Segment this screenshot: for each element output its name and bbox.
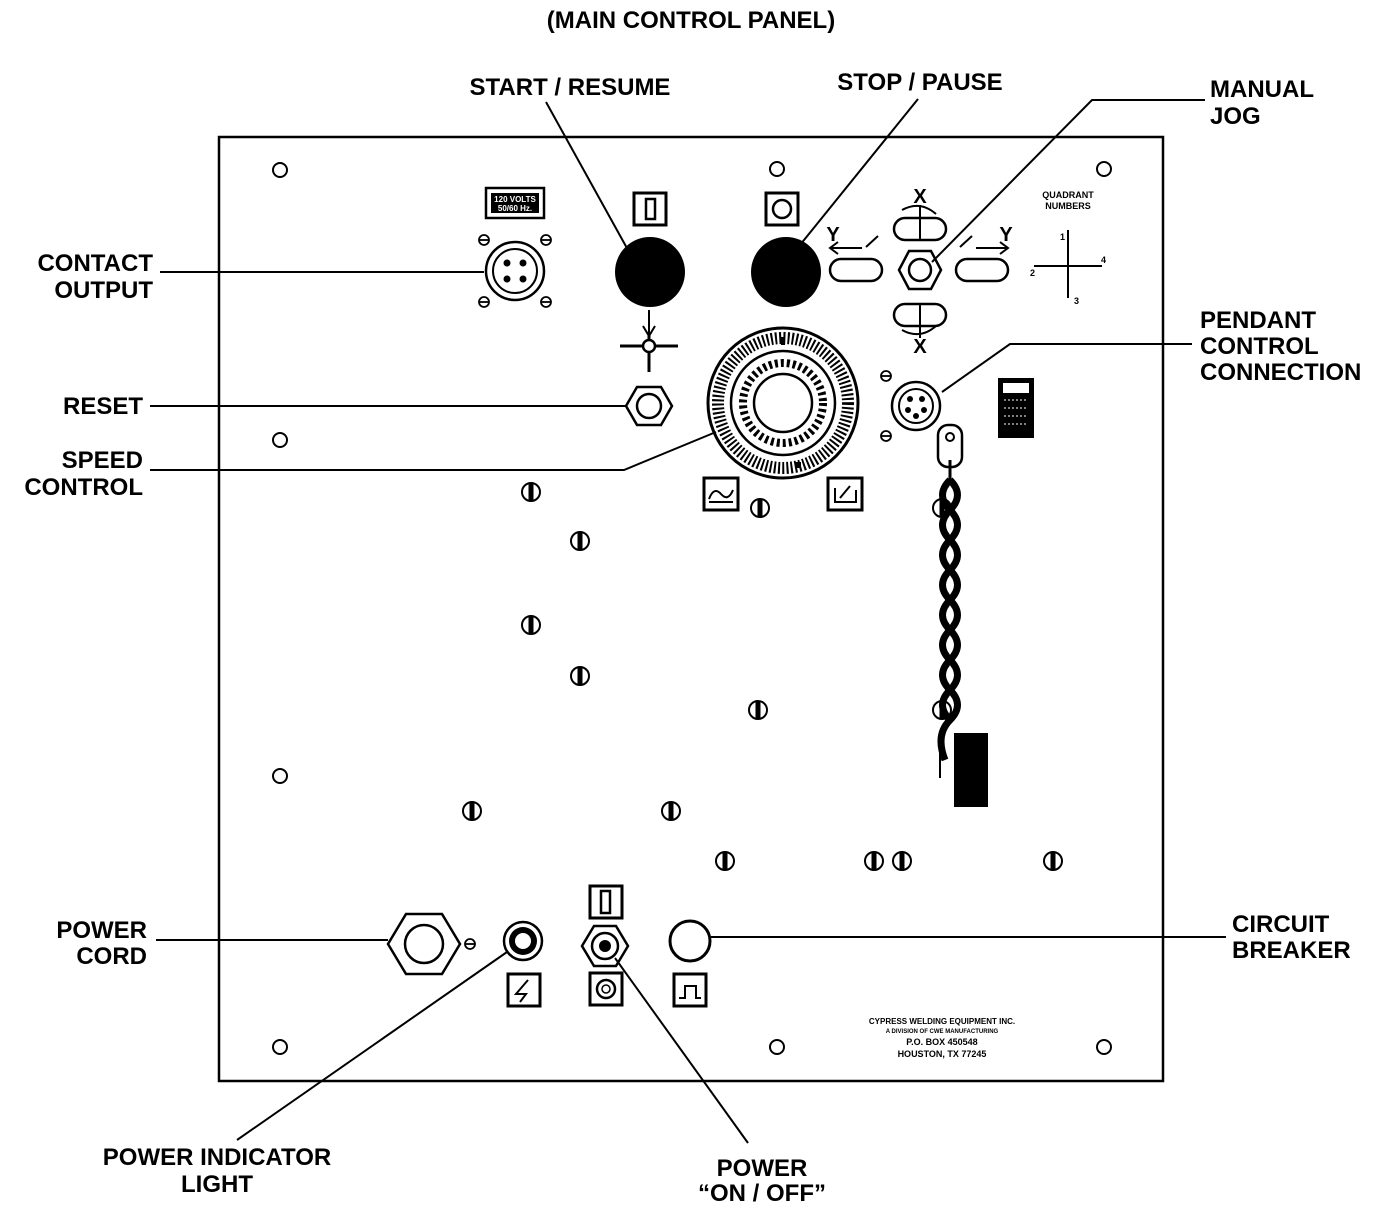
- power-indicator-light: [502, 920, 544, 1008]
- label-stop-pause: STOP / PAUSE: [837, 69, 1002, 96]
- company-name: CYPRESS WELDING EQUIPMENT INC.: [869, 1017, 1015, 1026]
- leader-speed-control: [150, 431, 717, 471]
- label-power-indicator-2: LIGHT: [181, 1171, 253, 1198]
- label-power-indicator-1: POWER INDICATOR: [103, 1144, 331, 1171]
- label-speed-control: CONTROL: [24, 474, 143, 501]
- leader-stop-pause: [799, 98, 919, 246]
- label-manual: MANUAL: [1210, 76, 1314, 103]
- leader-power-switch: [614, 957, 749, 1144]
- voltage-plate-line-1: 120 VOLTS: [494, 195, 536, 204]
- label-reset: RESET: [63, 393, 143, 420]
- label-power-cord-1: POWER: [56, 917, 147, 944]
- start-resume-button[interactable]: [615, 191, 685, 307]
- label-contact: CONTACT: [37, 250, 153, 277]
- label-start-resume: START / RESUME: [470, 74, 671, 101]
- label-pendant-connection: CONNECTION: [1200, 359, 1361, 386]
- label-output: OUTPUT: [54, 277, 153, 304]
- label-pendant: PENDANT: [1200, 307, 1316, 334]
- label-breaker: BREAKER: [1232, 937, 1351, 964]
- diagram-title: (MAIN CONTROL PANEL): [547, 7, 835, 34]
- reset-button[interactable]: [620, 310, 678, 427]
- jog-x-top-label: X: [913, 186, 927, 208]
- leader-manual-jog: [931, 99, 1205, 263]
- label-pendant-control: CONTROL: [1200, 333, 1319, 360]
- jog-y-right-label: Y: [999, 224, 1013, 246]
- jog-x-bottom-label: X: [913, 336, 927, 358]
- jog-y-left-label: Y: [826, 224, 840, 246]
- label-circuit: CIRCUIT: [1232, 911, 1330, 938]
- quadrant-numbers-diagram: QUADRANT NUMBERS 1 2 3 4: [1030, 190, 1106, 306]
- label-power-cord-2: CORD: [76, 943, 147, 970]
- leader-lines: [150, 98, 1226, 1144]
- pendant-control-connection[interactable]: [880, 370, 1034, 807]
- leader-start-resume: [545, 101, 629, 251]
- company-po-box: P.O. BOX 450548: [906, 1037, 977, 1047]
- quadrant-1: 1: [1060, 232, 1065, 242]
- power-cord-fitting[interactable]: [386, 912, 476, 976]
- quadrant-3: 3: [1074, 296, 1079, 306]
- circuit-breaker[interactable]: [668, 919, 712, 1008]
- company-city: HOUSTON, TX 77245: [898, 1049, 987, 1059]
- leader-pendant-connection: [941, 343, 1192, 393]
- stop-pause-button[interactable]: [751, 191, 821, 307]
- leader-power-indicator: [236, 951, 508, 1141]
- speed-control-knob[interactable]: [702, 326, 864, 512]
- contact-output-connector[interactable]: 120 VOLTS 50/60 Hz.: [478, 186, 552, 308]
- label-speed: SPEED: [62, 447, 143, 474]
- quadrant-4: 4: [1101, 255, 1106, 265]
- callout-labels: START / RESUME STOP / PAUSE MANUAL JOG C…: [24, 69, 1361, 1205]
- quadrant-2: 2: [1030, 268, 1035, 278]
- label-jog: JOG: [1210, 103, 1261, 130]
- manual-jog-control[interactable]: X X Y Y: [826, 186, 1013, 358]
- power-on-off-switch[interactable]: [580, 884, 630, 1007]
- label-power-switch-2: “ON / OFF”: [698, 1180, 826, 1205]
- company-nameplate: CYPRESS WELDING EQUIPMENT INC. A DIVISIO…: [869, 1017, 1015, 1059]
- voltage-plate-line-2: 50/60 Hz.: [498, 204, 532, 213]
- label-power-switch-1: POWER: [717, 1155, 808, 1182]
- quadrant-label-line-1: QUADRANT: [1042, 190, 1094, 200]
- quadrant-label-line-2: NUMBERS: [1045, 201, 1091, 211]
- company-division: A DIVISION OF CWE MANUFACTURING: [886, 1029, 999, 1035]
